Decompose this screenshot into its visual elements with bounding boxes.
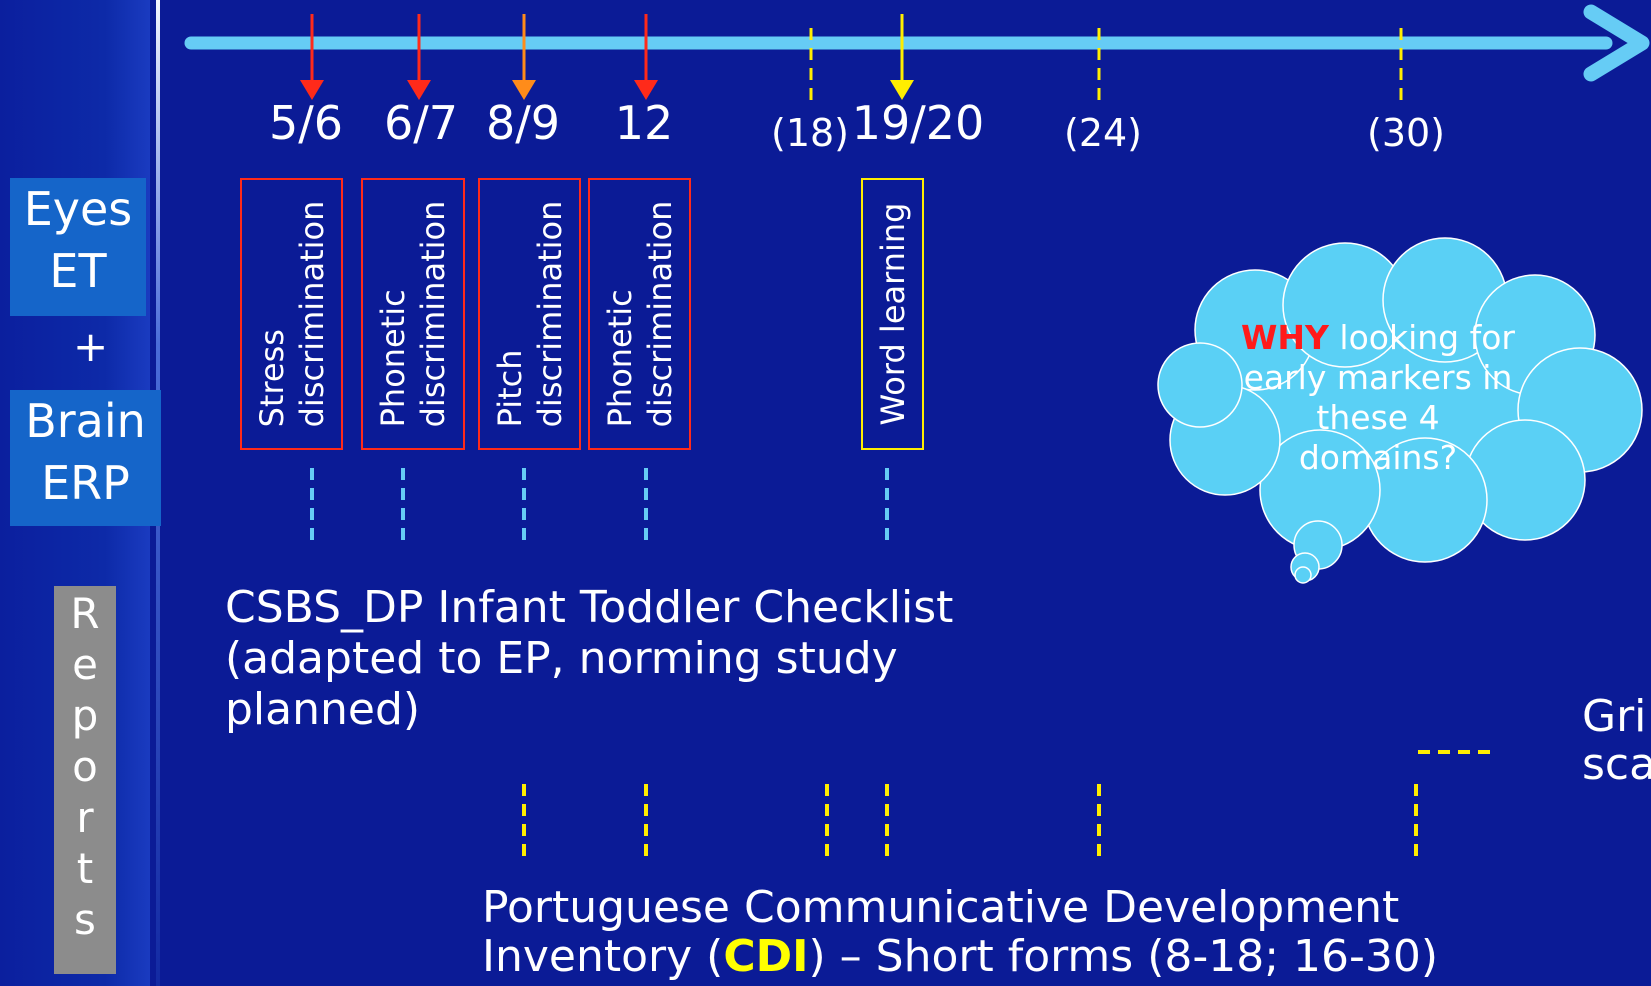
reports-letter: s bbox=[74, 895, 96, 944]
reports-letter: o bbox=[72, 742, 98, 791]
cdi-line-2-pre: Inventory ( bbox=[482, 931, 724, 982]
thought-cloud bbox=[1157, 237, 1643, 563]
task-line-2: discrimination bbox=[530, 200, 569, 428]
reports-letter: p bbox=[71, 691, 99, 740]
griffiths-text: Gri sca bbox=[1582, 693, 1651, 789]
task-box-word-learning: Word learning bbox=[861, 178, 924, 450]
arrow-8-9 bbox=[512, 14, 536, 100]
task-line-1: Phonetic bbox=[374, 289, 412, 428]
task-line-2: discrimination bbox=[414, 200, 452, 428]
csbs-checklist-text: CSBS_DP Infant Toddler Checklist (adapte… bbox=[225, 582, 953, 735]
task-box-stress: Stress discrimination bbox=[240, 178, 343, 450]
task-box-phonetic-1: Phonetic discrimination bbox=[361, 178, 465, 450]
tick-label-6-7: 6/7 bbox=[383, 96, 459, 150]
brain-label: Brain bbox=[25, 394, 146, 448]
task-line-1: Pitch bbox=[490, 349, 529, 428]
cloud-line-1: looking for bbox=[1328, 318, 1515, 357]
arrow-6-7 bbox=[407, 14, 431, 100]
eyes-label: Eyes bbox=[23, 182, 133, 236]
brain-erp-box: Brain ERP bbox=[10, 390, 161, 526]
erp-label: ERP bbox=[41, 456, 130, 510]
arrow-12 bbox=[634, 14, 658, 100]
tick-label-8-9: 8/9 bbox=[485, 96, 561, 150]
et-label: ET bbox=[49, 244, 107, 298]
tick-label-19-20: 19/20 bbox=[851, 96, 985, 150]
cdi-highlight: CDI bbox=[723, 931, 809, 982]
task-line-2: discrimination bbox=[640, 200, 679, 428]
task-box-phonetic-2: Phonetic discrimination bbox=[588, 178, 691, 450]
csbs-line-2: (adapted to EP, norming study bbox=[225, 633, 898, 684]
cdi-line-1: Portuguese Communicative Development bbox=[482, 882, 1400, 933]
task-box-pitch: Pitch discrimination bbox=[478, 178, 581, 450]
tick-label-12: 12 bbox=[614, 96, 674, 150]
plus-sign: + bbox=[73, 322, 109, 371]
arrow-19-20 bbox=[890, 14, 914, 100]
why-label: WHY bbox=[1241, 318, 1329, 357]
task-line-1: Stress bbox=[252, 329, 291, 428]
cdi-line-2-post: ) – Short forms (8-18; 16-30) bbox=[808, 931, 1439, 982]
cloud-question: WHY looking for early markers in these 4… bbox=[1228, 318, 1528, 478]
reports-letter: t bbox=[76, 844, 94, 893]
tick-label-18: (18) bbox=[770, 111, 850, 155]
reports-letter: r bbox=[76, 793, 94, 842]
tick-label-24: (24) bbox=[1063, 111, 1143, 155]
griffiths-line-2: sca bbox=[1582, 739, 1651, 790]
tick-label-5-6: 5/6 bbox=[268, 96, 344, 150]
csbs-line-3: planned) bbox=[225, 684, 421, 735]
griffiths-line-1: Gri bbox=[1582, 691, 1647, 742]
cloud-line-3: these 4 bbox=[1316, 398, 1440, 437]
csbs-line-1: CSBS_DP Infant Toddler Checklist bbox=[225, 582, 954, 633]
cloud-line-4: domains? bbox=[1298, 438, 1458, 477]
task-line-1: Word learning bbox=[873, 202, 912, 426]
reports-box: R e p o r t s bbox=[54, 586, 116, 974]
eyes-et-box: Eyes ET bbox=[10, 178, 146, 316]
reports-letter: e bbox=[72, 640, 98, 689]
arrow-5-6 bbox=[300, 14, 324, 100]
task-line-1: Phonetic bbox=[600, 289, 639, 428]
reports-letter: R bbox=[70, 589, 100, 638]
tick-label-30: (30) bbox=[1366, 111, 1446, 155]
task-line-2: discrimination bbox=[292, 200, 331, 428]
thought-bubbles bbox=[1290, 520, 1343, 584]
timeline-arrowhead bbox=[1583, 4, 1650, 82]
cdi-text: Portuguese Communicative Development Inv… bbox=[482, 883, 1438, 981]
cloud-line-2: early markers in bbox=[1243, 358, 1513, 397]
